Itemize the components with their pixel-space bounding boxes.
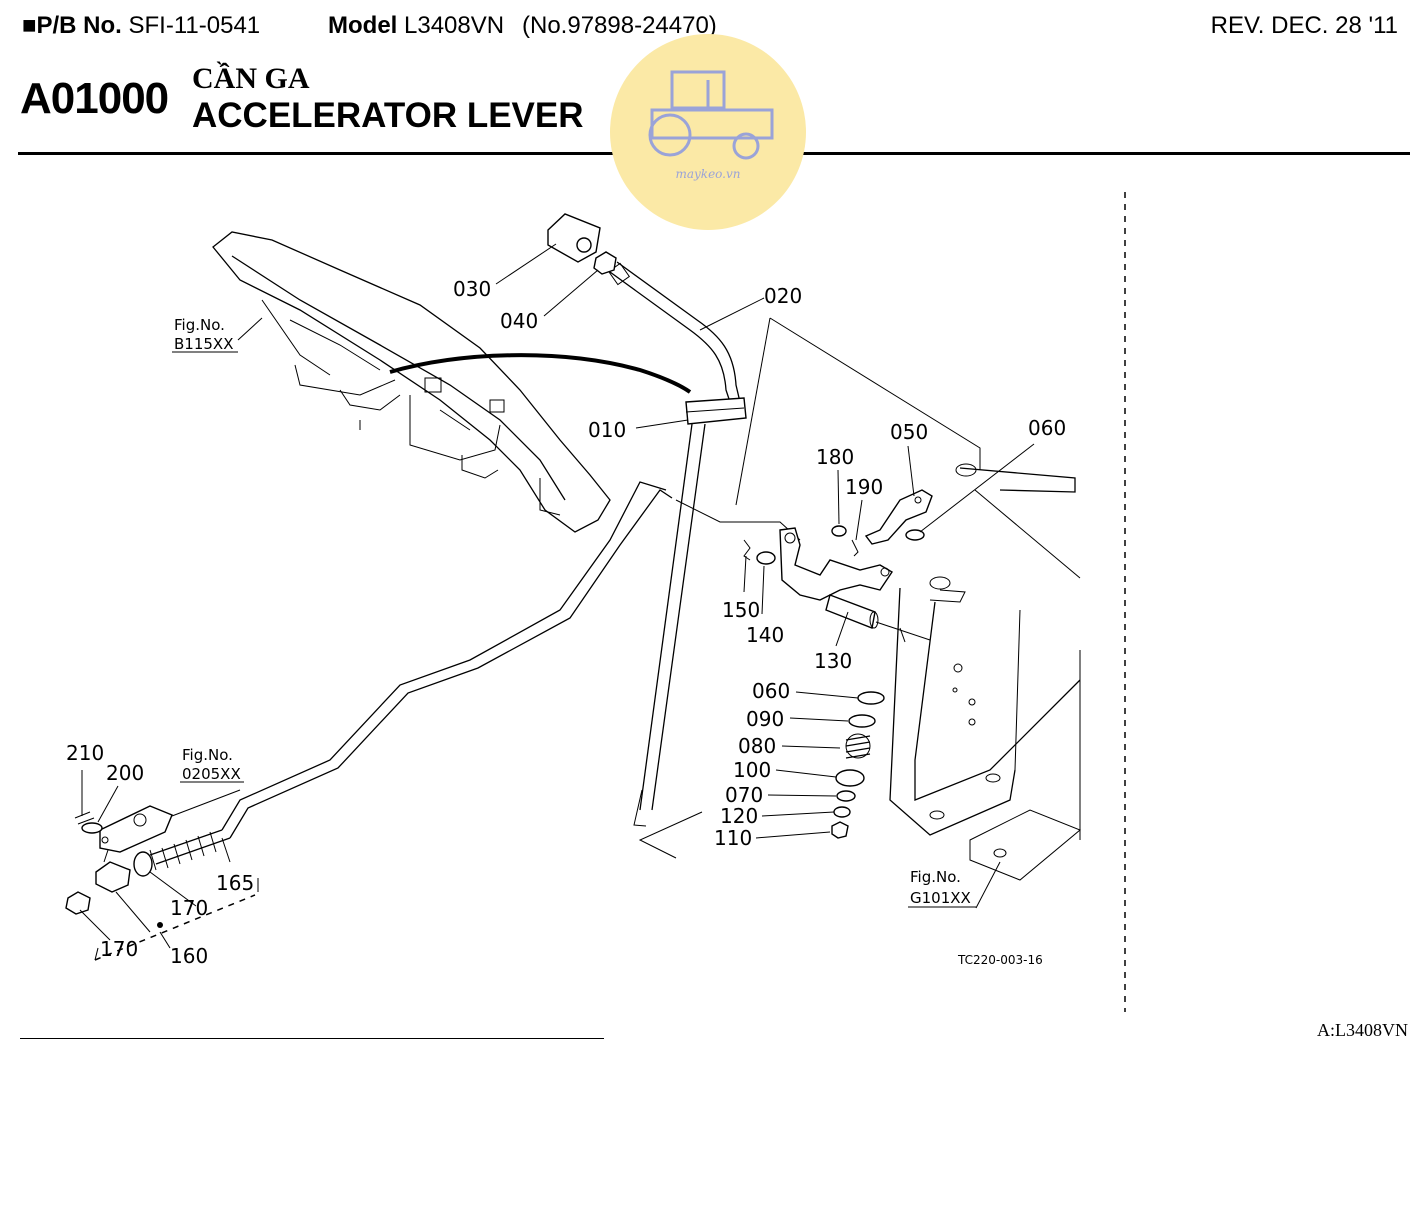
assembly-bracket-end (94, 947, 99, 961)
bracket-edge (735, 317, 771, 506)
fig-ref-b115-value: B115XX (174, 335, 233, 353)
nut-170-lower (65, 891, 91, 915)
part-label-150: 150 (722, 598, 760, 622)
stopper-plate (864, 489, 933, 545)
part-label-140: 140 (746, 623, 784, 647)
part-label-170-right: 170 (170, 896, 208, 920)
lever-bracket-0205 (99, 805, 173, 853)
nut-170-upper (133, 851, 153, 877)
knob-nut (593, 251, 617, 275)
part-label-010: 010 (588, 418, 626, 442)
pin-210 (74, 811, 95, 825)
title-vietnamese: CẦN GA (192, 62, 310, 95)
part-label-070: 070 (725, 783, 763, 807)
part-label-180: 180 (816, 445, 854, 469)
bracket-outline (769, 317, 981, 470)
throttle-rod (149, 481, 673, 871)
part-label-050: 050 (890, 420, 928, 444)
part-label-060-upper: 060 (1028, 416, 1066, 440)
model-label: Model (328, 12, 398, 39)
part-label-200: 200 (106, 761, 144, 785)
watermark-circle (610, 34, 806, 230)
part-label-160: 160 (170, 944, 208, 968)
catalog-number: (No.97898-24470) (522, 12, 717, 39)
drawing-code: TC220-003-16 (957, 953, 1043, 967)
pb-value: SFI-11-0541 (128, 12, 261, 39)
part-label-090: 090 (746, 707, 784, 731)
leader-lines (79, 243, 1035, 949)
model: Model L3408VN (328, 12, 504, 40)
pb-number: ■P/B No. SFI-11-0541 (22, 12, 261, 39)
part-label-020: 020 (764, 284, 802, 308)
part-label-060-lower: 060 (752, 679, 790, 703)
part-label-110: 110 (714, 826, 752, 850)
spring-stack (831, 691, 885, 839)
throttle-cable (389, 353, 692, 394)
part-label-030: 030 (453, 277, 491, 301)
watermark-logo: maykeo.vn (610, 34, 806, 230)
fig-ref-g101-value: G101XX (910, 889, 971, 907)
lever-knob (547, 213, 601, 263)
accelerator-lever (607, 261, 747, 827)
part-label-100: 100 (733, 758, 771, 782)
footer-rule (20, 1038, 604, 1039)
swivel-joint (95, 849, 131, 893)
part-label-130: 130 (814, 649, 852, 673)
section-code: A01000 (20, 74, 169, 123)
governor-lever (779, 527, 931, 643)
assembly-bracket-160 (94, 894, 256, 961)
washer-200 (81, 822, 103, 834)
fig-ref-b115-label: Fig.No. (174, 316, 225, 334)
dashboard-panel (212, 231, 611, 533)
lever-base (638, 811, 703, 859)
pin-150 (743, 539, 751, 561)
revision-date: REV. DEC. 28 '11 (1210, 12, 1398, 39)
part-label-120: 120 (720, 804, 758, 828)
washer-140 (756, 551, 776, 565)
model-value: L3408VN (404, 12, 505, 39)
part-label-080: 080 (738, 734, 776, 758)
pin-dot (157, 922, 163, 928)
fig-ref-0205-value: 0205XX (182, 765, 241, 783)
tractor-icon (648, 70, 774, 160)
part-label-170-left: 170 (100, 937, 138, 961)
part-label-190: 190 (845, 475, 883, 499)
part-label-165: 165 (216, 871, 254, 895)
washer-180 (831, 525, 847, 537)
part-label-210: 210 (66, 741, 104, 765)
fig-ref-0205-label: Fig.No. (182, 746, 233, 764)
title-english: ACCELERATOR LEVER (192, 96, 584, 135)
fig-ref-g101-label: Fig.No. (910, 868, 961, 886)
watermark-text: maykeo.vn (675, 167, 740, 181)
frame-plate (889, 463, 1081, 881)
pin-190 (851, 539, 859, 557)
washer-060-upper (905, 529, 925, 541)
pb-label: P/B No. (36, 12, 122, 39)
part-label-040: 040 (500, 309, 538, 333)
footer-model-ref: A:L3408VN (1317, 1020, 1408, 1040)
